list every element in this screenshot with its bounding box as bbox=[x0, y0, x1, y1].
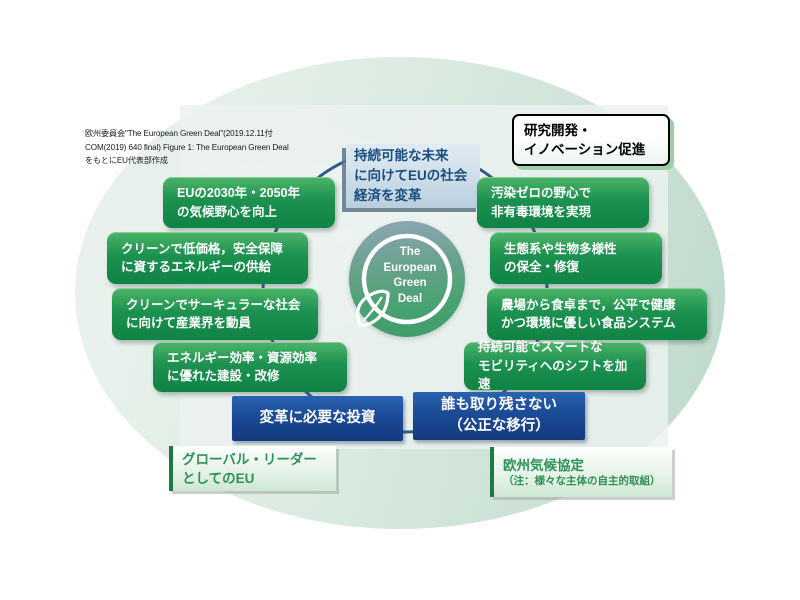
farm-to-fork-box: 農場から食卓まで，公平で健康 かつ環境に優しい食品システム bbox=[487, 288, 707, 340]
transform-economy-box: 持続可能な未来 に向けてEUの社会 経済を変革 bbox=[346, 144, 480, 208]
just-transition-box: 誰も取り残さない （公正な移行） bbox=[413, 392, 585, 440]
farm-to-fork-label: 農場から食卓まで，公平で健康 かつ環境に優しい食品システム bbox=[501, 297, 676, 331]
investment-box: 変革に必要な投資 bbox=[232, 396, 403, 441]
clean-energy-box: クリーンで低価格，安全保障 に資するエネルギーの供給 bbox=[107, 232, 308, 284]
research-innovation-label: 研究開発・ イノベーション促進 bbox=[524, 123, 646, 157]
climate-pact-note: （注：様々な主体の自主的取組） bbox=[503, 474, 661, 487]
biodiversity-box: 生態系や生物多様性 の保全・修復 bbox=[490, 232, 662, 284]
leaf-icon bbox=[356, 289, 390, 327]
climate-pact-title: 欧州気候協定 bbox=[503, 457, 584, 473]
research-innovation-box: 研究開発・ イノベーション促進 bbox=[512, 114, 670, 166]
circular-industry-label: クリーンでサーキュラーな社会 に向けて産業界を動員 bbox=[126, 297, 301, 331]
climate-pact-box: 欧州気候協定 （注：様々な主体の自主的取組） bbox=[490, 447, 672, 497]
smart-mobility-label: 持続可能でスマートな モビリティへのシフトを加速 bbox=[478, 340, 628, 392]
smart-mobility-box: 持続可能でスマートな モビリティへのシフトを加速 bbox=[464, 340, 646, 391]
global-leader-box: グローバル・リーダー としてのEU bbox=[169, 446, 336, 491]
logo-ring-and-leaf-icon bbox=[356, 233, 453, 327]
just-transition-label: 誰も取り残さない （公正な移行） bbox=[441, 397, 557, 434]
building-renovation-box: エネルギー効率・資源効率 に優れた建設・改修 bbox=[153, 342, 347, 392]
global-leader-label: グローバル・リーダー としてのEU bbox=[182, 451, 317, 486]
zero-pollution-label: 汚染ゼロの野心で 非有毒環境を実現 bbox=[491, 186, 592, 219]
building-renovation-label: エネルギー効率・資源効率 に優れた建設・改修 bbox=[167, 350, 318, 384]
green-deal-logo: The European Green Deal bbox=[349, 221, 465, 337]
logo-text: The European Green Deal bbox=[383, 246, 437, 305]
investment-label: 変革に必要な投資 bbox=[259, 410, 376, 426]
climate-ambition-box: EUの2030年・2050年 の気候野心を向上 bbox=[163, 177, 335, 228]
biodiversity-label: 生態系や生物多様性 の保全・修復 bbox=[504, 241, 617, 275]
circular-industry-box: クリーンでサーキュラーな社会 に向けて産業界を動員 bbox=[112, 288, 318, 340]
climate-ambition-label: EUの2030年・2050年 の気候野心を向上 bbox=[177, 186, 300, 219]
source-note: 欧州委員会"The European Green Deal"(2019.12.1… bbox=[85, 129, 289, 165]
zero-pollution-box: 汚染ゼロの野心で 非有毒環境を実現 bbox=[477, 177, 649, 228]
clean-energy-label: クリーンで低価格，安全保障 に資するエネルギーの供給 bbox=[121, 241, 283, 275]
transform-economy-label: 持続可能な未来 に向けてEUの社会 経済を変革 bbox=[354, 148, 468, 203]
